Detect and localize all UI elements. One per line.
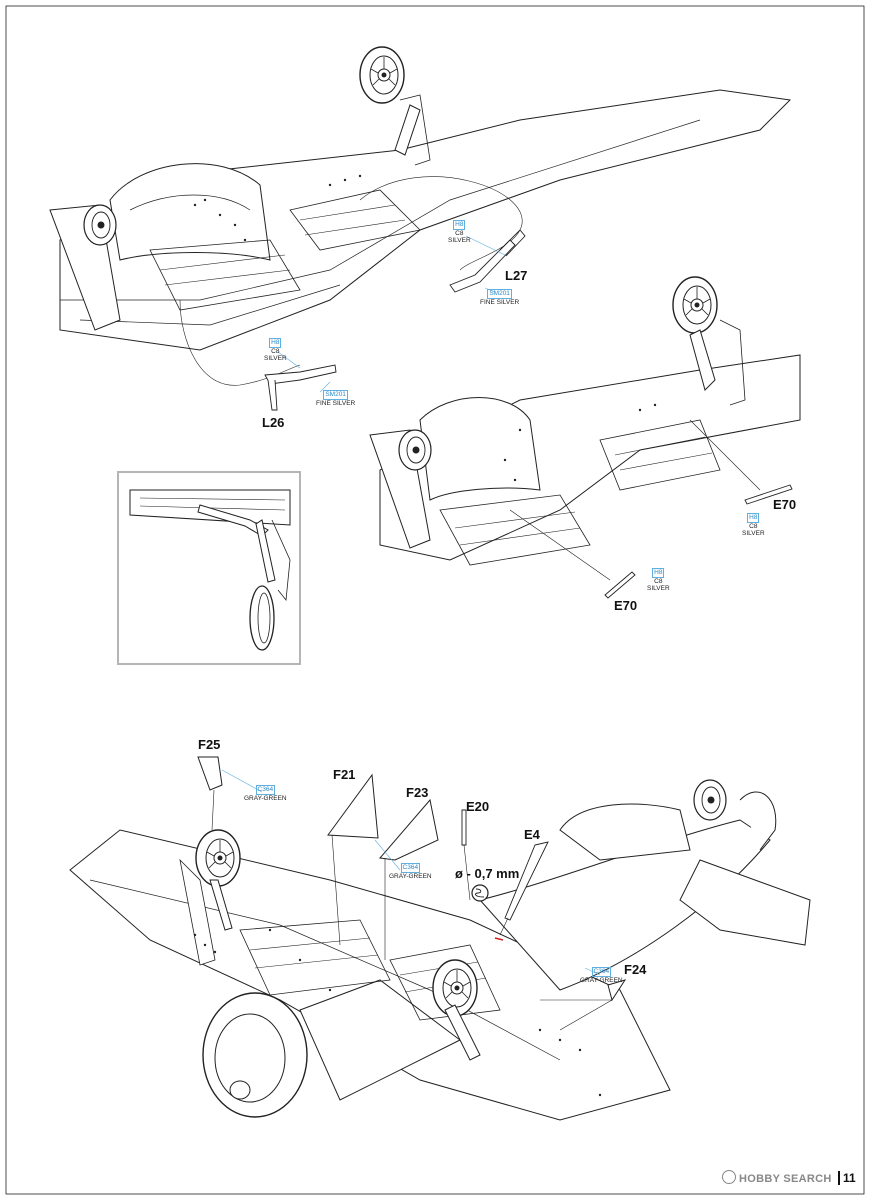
paint-code-alt: C8: [455, 229, 464, 237]
paint-code: C364: [400, 863, 421, 873]
paint-name: SILVER: [448, 237, 471, 244]
metal-name: FINE SILVER: [316, 399, 356, 407]
watermark-text: HOBBY SEARCH: [739, 1173, 832, 1185]
drill-diameter-note: ø - 0,7 mm: [455, 866, 520, 881]
paint-callout-F24: C364 GRAY-GREEN: [580, 967, 623, 984]
part-label-F21: F21: [333, 767, 356, 782]
paint-code-alt: C8: [271, 347, 280, 355]
part-label-L27: L27: [505, 268, 528, 283]
assembly-bottom: [69, 756, 811, 1121]
part-label-E70-lower: E70: [614, 598, 638, 613]
page-frame: [5, 5, 865, 1195]
part-label-F25: F25: [198, 737, 221, 752]
paint-code: H8: [747, 513, 760, 523]
paint-callout-F23: C364 GRAY-GREEN: [389, 863, 432, 880]
part-label-F24: F24: [624, 962, 647, 977]
paint-name: GRAY-GREEN: [580, 976, 623, 984]
paint-code: H8: [269, 338, 282, 348]
paint-code: C364: [591, 967, 612, 977]
paint-code: H8: [652, 568, 665, 578]
detail-inset: [117, 471, 301, 665]
paint-code-alt: C8: [749, 522, 758, 530]
part-label-L26: L26: [262, 415, 285, 430]
metal-name: FINE SILVER: [480, 298, 520, 306]
logo-mark-icon: [722, 1170, 736, 1184]
metal-callout-L26: SM201 FINE SILVER: [316, 390, 355, 407]
part-label-E70-upper: E70: [773, 497, 797, 512]
paint-name: SILVER: [742, 530, 765, 537]
paint-callout-L26: H8 C8 SILVER: [264, 338, 287, 363]
part-label-E4: E4: [524, 827, 540, 842]
paint-name: GRAY-GREEN: [389, 872, 432, 880]
assembly-top-left: [49, 46, 792, 411]
metal-code: SM201: [487, 289, 512, 299]
part-label-E20: E20: [466, 799, 490, 814]
paint-callout-L27: H8 C8 SILVER: [448, 220, 471, 245]
page-number: 11: [838, 1171, 856, 1185]
paint-code-alt: C8: [654, 577, 663, 585]
part-label-F23: F23: [406, 785, 429, 800]
assembly-middle-right: [369, 276, 801, 599]
metal-callout-L27: SM201 FINE SILVER: [480, 289, 519, 306]
paint-name: GRAY-GREEN: [244, 794, 287, 802]
paint-code: H8: [453, 220, 466, 230]
paint-callout-E70-lower: H8 C8 SILVER: [647, 568, 670, 593]
paint-callout-E70-upper: H8 C8 SILVER: [742, 513, 765, 538]
paint-name: SILVER: [647, 585, 670, 592]
watermark-logo: HOBBY SEARCH: [722, 1170, 832, 1185]
metal-code: SM201: [323, 390, 348, 400]
paint-code: C364: [255, 785, 276, 795]
paint-callout-F25: C364 GRAY-GREEN: [244, 785, 287, 802]
paint-name: SILVER: [264, 355, 287, 362]
